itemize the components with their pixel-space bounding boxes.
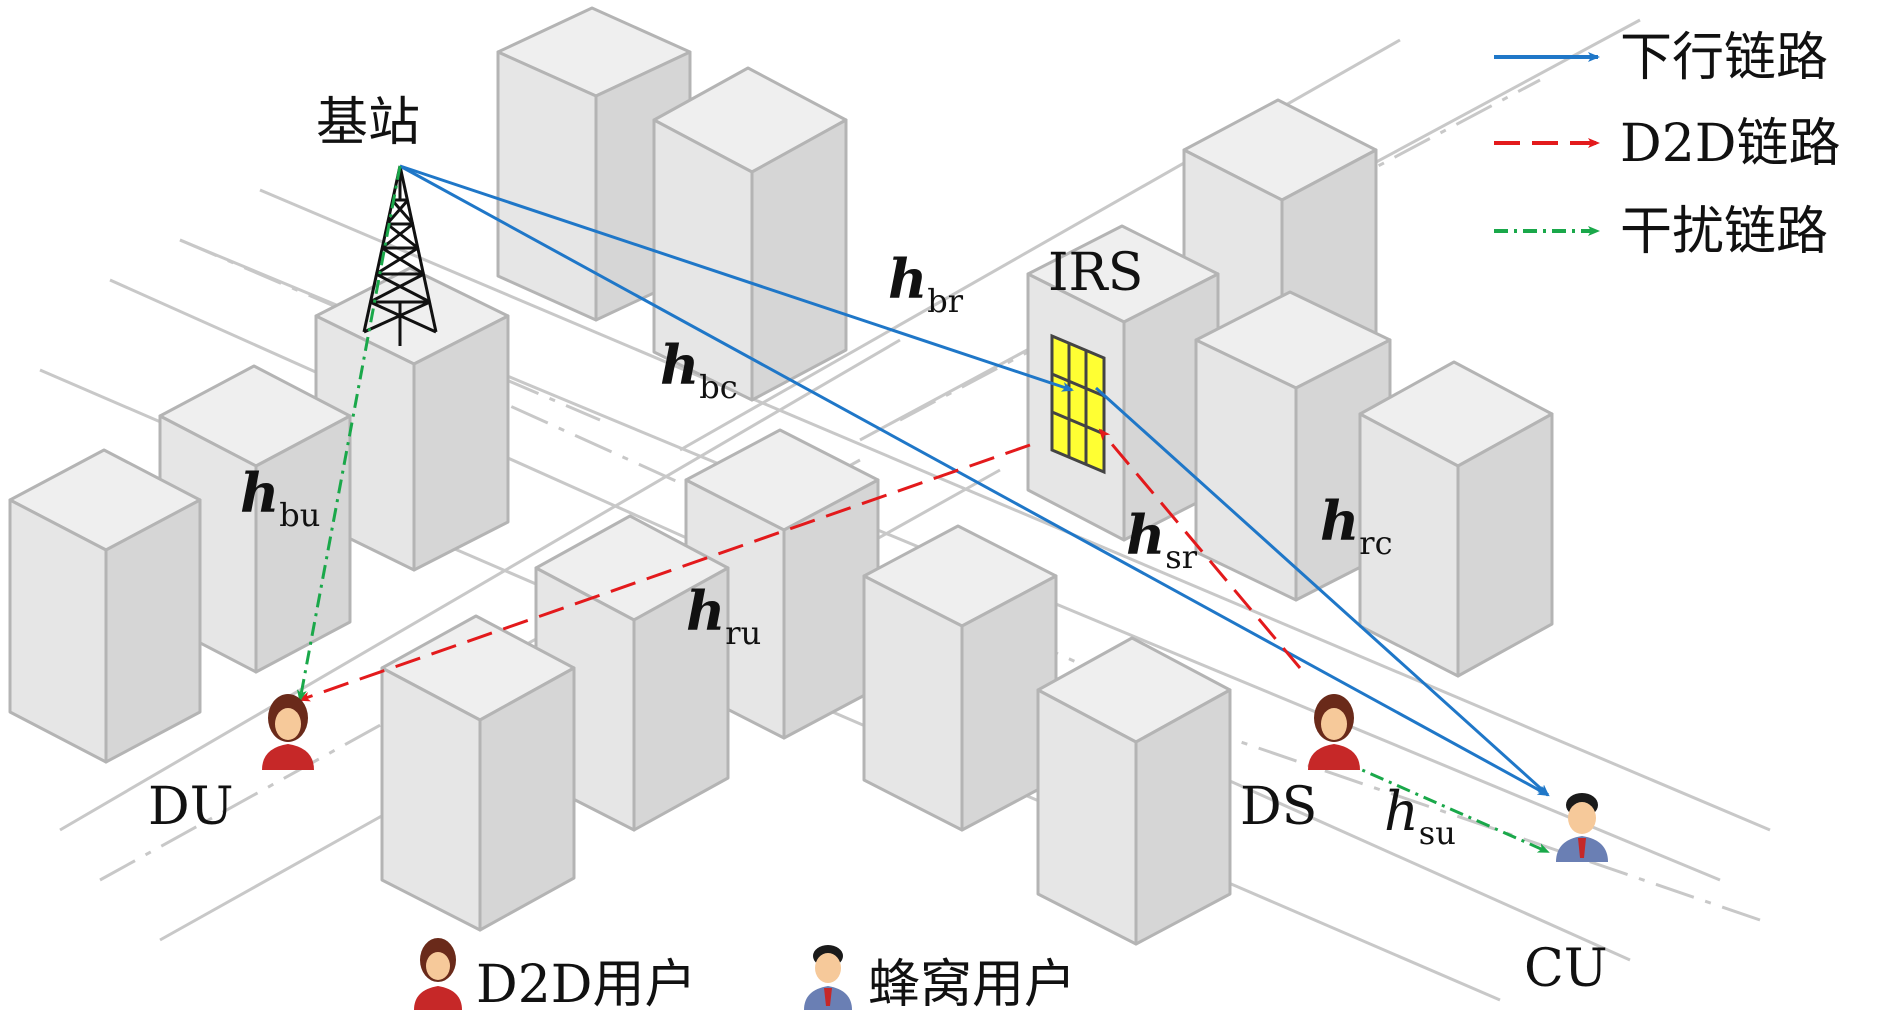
link-h-su (1343, 760, 1550, 854)
link-legend: 下行链路 D2D链路 干扰链路 (1494, 28, 1840, 262)
irs-panel-icon (1050, 333, 1106, 475)
ds-label: DS (1240, 777, 1317, 837)
buildings (8, 6, 1554, 946)
building-11 (862, 524, 1058, 832)
legend-label-downlink: 下行链路 (1620, 28, 1828, 88)
channel-label-rc: hrc (1320, 489, 1392, 562)
du-user-icon (262, 694, 314, 770)
channel-label-sr: hsr (1126, 503, 1198, 576)
links (296, 164, 1550, 854)
cu-user-icon (1556, 793, 1608, 862)
cu-label: CU (1524, 939, 1608, 999)
channel-label-su: hsu (1384, 780, 1456, 852)
channel-label-bc: hbc (660, 333, 738, 406)
channel-label-ru: hru (686, 579, 761, 652)
du-label: DU (148, 777, 234, 837)
building-2 (652, 66, 848, 402)
cellular-user-legend-label: 蜂窝用户 (868, 955, 1076, 1015)
building-12 (380, 614, 576, 932)
cell-tower-icon (362, 165, 438, 346)
user-legend: D2D用户 蜂窝用户 (414, 938, 1076, 1015)
d2d-user-legend-label: D2D用户 (476, 955, 696, 1015)
link-h-bu (296, 165, 402, 702)
cellular-user-icon (804, 945, 852, 1010)
link-h-ru (298, 443, 1031, 702)
building-8 (1358, 360, 1554, 678)
link-h-rc (1094, 386, 1550, 797)
link-h-bc (399, 164, 1550, 797)
link-h-br (399, 164, 1074, 392)
legend-label-interference: 干扰链路 (1620, 202, 1828, 262)
building-6 (8, 448, 202, 764)
channel-label-br: hbr (888, 247, 964, 320)
d2d-user-icon (414, 938, 462, 1010)
channel-label-bu: hbu (240, 461, 320, 534)
legend-label-d2d: D2D链路 (1620, 114, 1840, 174)
ds-user-icon (1308, 694, 1360, 770)
building-1 (496, 6, 692, 322)
building-13 (1036, 636, 1232, 946)
link-h-sr (1098, 428, 1302, 669)
irs-label: IRS (1048, 243, 1143, 303)
base-station-label: 基站 (316, 93, 420, 153)
building-tower (314, 266, 510, 572)
